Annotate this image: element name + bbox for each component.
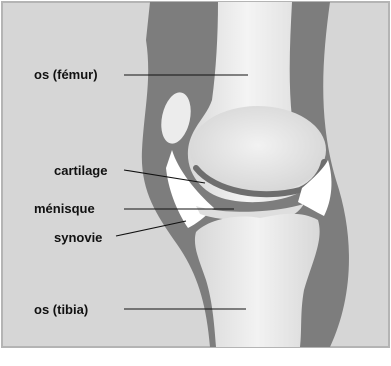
label-menisque: ménisque	[34, 201, 95, 216]
label-cartilage: cartilage	[54, 163, 107, 178]
label-synovie: synovie	[54, 230, 102, 245]
label-femur: os (fémur)	[34, 67, 98, 82]
label-tibia: os (tibia)	[34, 302, 88, 317]
